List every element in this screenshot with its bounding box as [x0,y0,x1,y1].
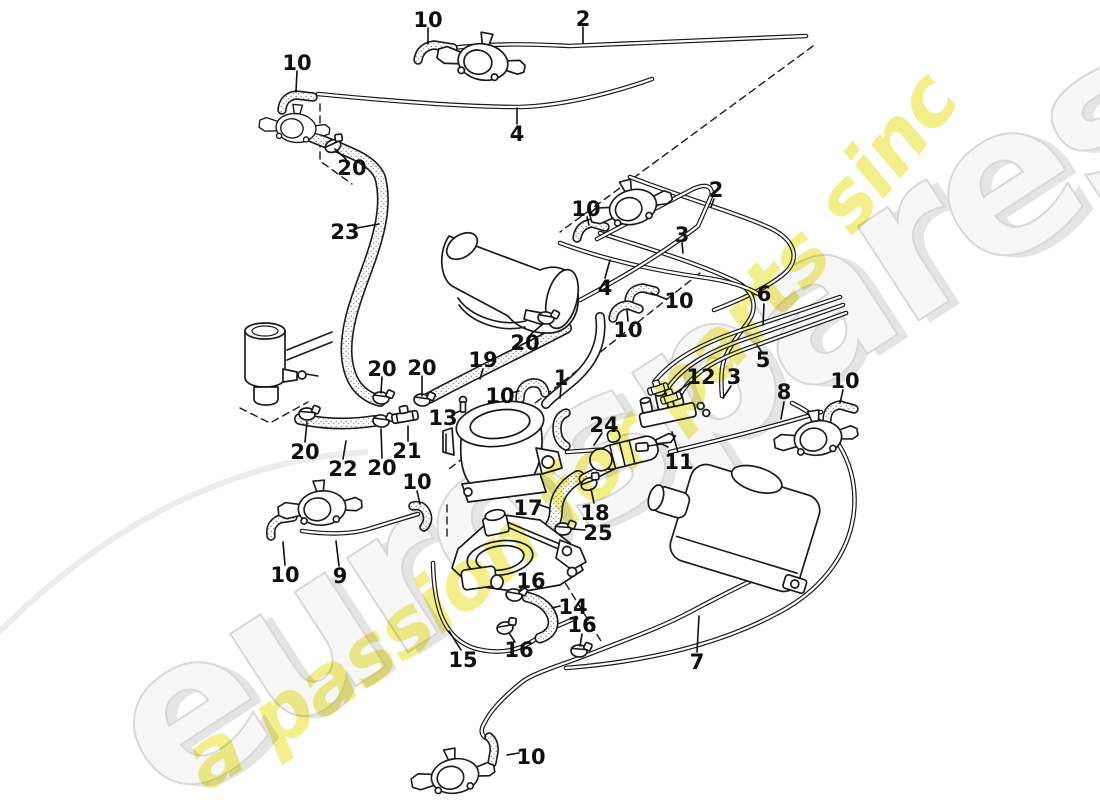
callout-leader-25 [571,528,586,531]
part-callout-10: 10 [613,318,642,342]
part-callout-10: 10 [402,470,431,494]
callout-leader-10 [626,309,629,322]
vacuum-pipes [299,33,857,741]
callout-leader-10 [586,216,590,226]
part-callout-3: 3 [675,223,690,247]
part-callout-10: 10 [485,384,514,408]
callout-leader-10 [506,752,520,756]
callout-leader-20 [380,428,383,459]
callout-leader-10 [416,490,421,505]
callout-leader-5 [756,344,762,352]
part-callout-10: 10 [282,51,311,75]
part-callout-10: 10 [270,563,299,587]
part-callout-23: 23 [330,220,359,244]
callout-leader-11 [671,431,679,453]
callout-leader-20 [380,376,383,394]
part-callout-24: 24 [589,413,618,437]
callout-leader-20 [530,323,544,335]
part-callout-20: 20 [367,357,396,381]
part-callout-8: 8 [777,380,792,404]
part-callout-18: 18 [580,501,609,525]
part-callout-21: 21 [392,439,421,463]
callout-leader-19 [479,368,484,380]
part-callout-20: 20 [337,156,366,180]
part-callout-20: 20 [290,440,319,464]
part-callout-17: 17 [513,496,542,520]
part-callout-10: 10 [571,197,600,221]
part-callout-5: 5 [756,348,771,372]
part-callout-2: 2 [576,7,591,31]
callout-leader-14 [551,605,561,609]
callout-leader-10 [650,292,667,300]
part-callout-16: 16 [516,569,545,593]
part-callout-6: 6 [757,282,772,306]
part-callout-9: 9 [333,564,348,588]
part-callout-11: 11 [664,450,693,474]
callout-leader-24 [593,432,603,446]
callout-leader-18 [590,488,595,504]
part-callout-12: 12 [686,365,715,389]
part-callout-7: 7 [690,650,705,674]
vacuum-reservoir [244,322,333,406]
callout-leader-15 [448,630,462,651]
callout-leader-9 [335,540,340,567]
part-callout-19: 19 [468,348,497,372]
callout-leader-3 [681,242,684,254]
callout-leader-13 [452,410,461,415]
intake-silencer [647,463,821,595]
callout-leader-6 [762,303,765,326]
part-callout-16: 16 [567,613,596,637]
callout-leader-1 [559,386,562,399]
callout-leader-7 [696,615,700,653]
part-callout-20: 20 [407,356,436,380]
callout-leader-10 [510,390,520,394]
callout-leader-3 [722,385,732,399]
callout-leader-16 [518,586,527,593]
part-callout-15: 15 [448,648,477,672]
part-callout-4: 4 [510,122,525,146]
callout-leader-16 [508,632,516,643]
part-callout-20: 20 [367,456,396,480]
callout-leader-16 [579,633,583,647]
part-callout-3: 3 [727,365,742,389]
part-callout-16: 16 [504,638,533,662]
callout-leader-23 [356,223,380,229]
callout-leader-4 [604,259,611,279]
callout-leader-8 [780,401,785,420]
throttle-body [442,400,563,503]
callout-leader-20 [304,421,308,443]
part-callout-10: 10 [830,369,859,393]
part-callout-4: 4 [598,276,613,300]
part-callout-22: 22 [328,457,357,481]
callout-leader-17 [539,504,550,509]
part-callout-14: 14 [558,595,587,619]
part-callout-10: 10 [664,289,693,313]
part-callout-10: 10 [516,745,545,769]
part-callout-13: 13 [428,406,457,430]
callout-leader-12 [673,381,692,395]
fuel-damper-top [433,24,531,88]
watermark-swoosh [0,449,369,636]
callout-leader-10 [839,389,844,404]
vacuum-valve-bottom [406,741,499,800]
part-callout-20: 20 [510,331,539,355]
intake-flange-assembly [451,508,587,593]
callout-leader-22 [342,440,347,460]
callout-leader-2 [710,198,715,208]
diagram-drawing [239,24,861,800]
part-callout-10: 10 [413,8,442,32]
part-callout-1: 1 [554,366,569,390]
vacuum-tap-13 [458,395,468,413]
callout-leader-10 [282,541,286,566]
part-callout-2: 2 [709,178,724,202]
callout-leader-20 [334,148,347,160]
part-callout-25: 25 [583,521,612,545]
connectors [389,376,683,453]
callout-leader-10 [295,70,298,93]
